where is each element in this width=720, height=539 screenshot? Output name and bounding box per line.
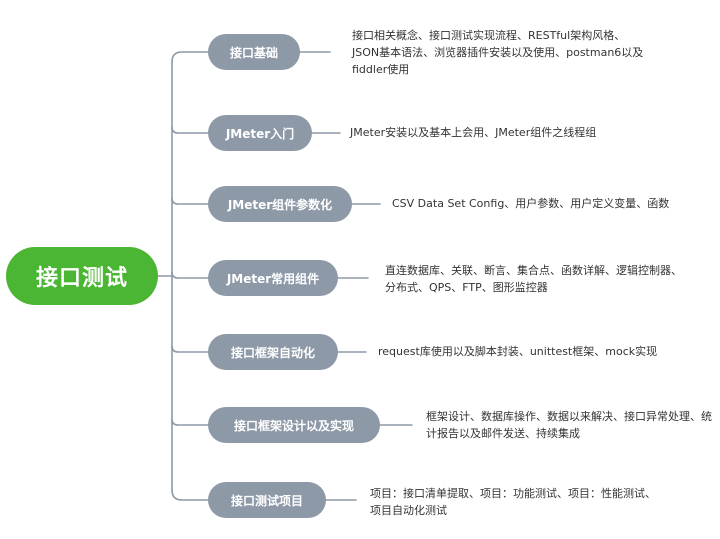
branch-label: 接口框架设计以及实现 <box>233 418 354 433</box>
detail-api-basics: 接口相关概念、接口测试实现流程、RESTful架构风格、JSON基本语法、浏览器… <box>352 29 644 76</box>
root-node: 接口测试 <box>6 247 158 305</box>
branch-node-jmeter-params: JMeter组件参数化 <box>208 186 352 222</box>
branch-label: JMeter常用组件 <box>226 271 320 286</box>
branch-connector <box>171 418 209 426</box>
branch-label: 接口基础 <box>229 45 278 60</box>
branch-node-jmeter-components: JMeter常用组件 <box>208 260 338 296</box>
branch-node-jmeter-intro: JMeter入门 <box>208 115 312 151</box>
detail-test-project: 项目：接口清单提取、项目：功能测试、项目：性能测试、项目自动化测试 <box>370 487 656 517</box>
branch-label: 接口框架自动化 <box>230 345 315 360</box>
branch-label: 接口测试项目 <box>230 493 303 508</box>
branch-node-framework-design: 接口框架设计以及实现 <box>208 407 380 443</box>
detail-jmeter-components: 直连数据库、关联、断言、集合点、函数详解、逻辑控制器、分布式、QPS、FTP、图… <box>385 264 682 294</box>
detail-jmeter-intro: JMeter安装以及基本上会用、JMeter组件之线程组 <box>350 126 597 139</box>
root-label: 接口测试 <box>35 266 128 291</box>
detail-framework-automation: request库使用以及脚本封装、unittest框架、mock实现 <box>378 345 658 358</box>
branch-node-framework-automation: 接口框架自动化 <box>208 334 338 370</box>
branch-node-test-project: 接口测试项目 <box>208 482 326 518</box>
branch-connector <box>171 51 209 63</box>
detail-framework-design: 框架设计、数据库操作、数据以来解决、接口异常处理、统计报告以及邮件发送、持续集成 <box>426 410 712 440</box>
branch-connector <box>171 271 209 279</box>
branch-connector <box>171 489 209 501</box>
branch-label: JMeter入门 <box>225 126 295 141</box>
branch-connector <box>171 197 209 205</box>
branch-connector <box>171 345 209 353</box>
branch-connector <box>171 126 209 134</box>
detail-jmeter-params: CSV Data Set Config、用户参数、用户定义变量、函数 <box>392 197 670 210</box>
branch-node-api-basics: 接口基础 <box>208 34 300 70</box>
branch-label: JMeter组件参数化 <box>227 197 333 212</box>
